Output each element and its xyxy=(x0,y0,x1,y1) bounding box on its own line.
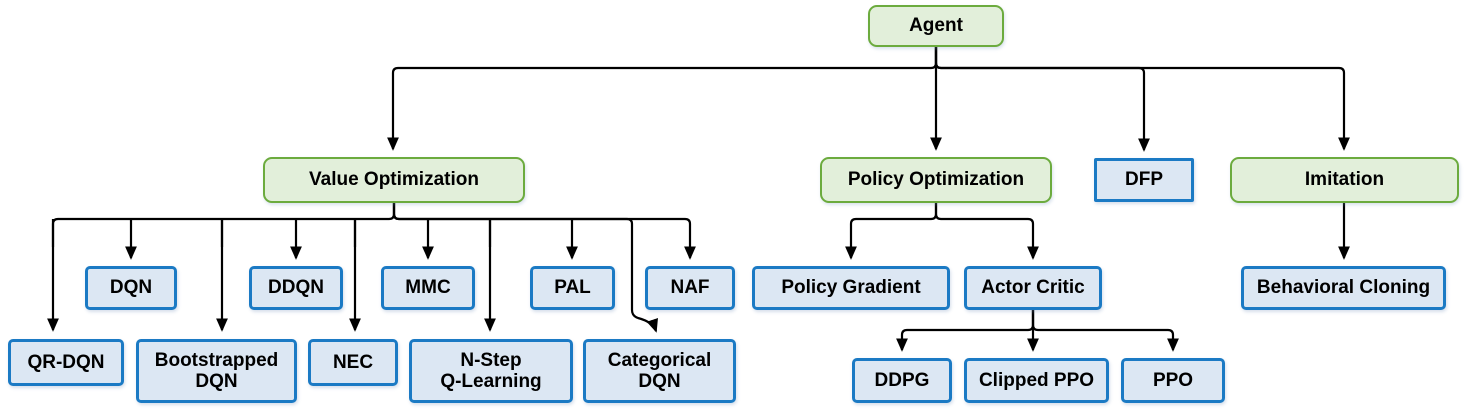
node-ddpg[interactable]: DDPG xyxy=(852,358,952,403)
edge-value-optimization-to-pal xyxy=(488,219,579,260)
node-behavioral-cloning[interactable]: Behavioral Cloning xyxy=(1241,266,1446,310)
node-naf[interactable]: NAF xyxy=(645,266,735,310)
edge-policy-optimization-to-policy-gradient xyxy=(844,203,938,260)
node-policy-optimization[interactable]: Policy Optimization xyxy=(820,157,1052,203)
node-categorical-dqn[interactable]: Categorical DQN xyxy=(583,339,736,403)
node-dqn[interactable]: DQN xyxy=(85,266,177,310)
node-policy-gradient[interactable]: Policy Gradient xyxy=(752,266,950,310)
node-mmc[interactable]: MMC xyxy=(381,266,475,310)
node-n-step-q-learning[interactable]: N-Step Q-Learning xyxy=(409,339,573,403)
edge-policy-optimization-to-actor-critic xyxy=(934,203,1040,260)
edge-actor-critic-to-ppo xyxy=(1031,310,1180,352)
node-qr-dqn[interactable]: QR-DQN xyxy=(8,339,124,386)
edge-value-optimization-to-naf xyxy=(392,203,697,260)
edge-value-optimization-to-dqn xyxy=(51,203,396,260)
node-nec[interactable]: NEC xyxy=(308,339,398,386)
node-bootstrapped-dqn[interactable]: Bootstrapped DQN xyxy=(136,339,297,403)
node-imitation[interactable]: Imitation xyxy=(1230,157,1459,203)
node-pal[interactable]: PAL xyxy=(530,266,615,310)
edge-agent-to-dfp xyxy=(934,47,1151,152)
edge-actor-critic-to-ddpg xyxy=(895,310,1035,352)
node-actor-critic[interactable]: Actor Critic xyxy=(964,266,1102,310)
node-agent[interactable]: Agent xyxy=(868,5,1004,47)
node-dfp[interactable]: DFP xyxy=(1094,158,1194,202)
edge-value-optimization-to-ddqn xyxy=(220,219,303,260)
node-value-optimization[interactable]: Value Optimization xyxy=(263,157,525,203)
node-clipped-ppo[interactable]: Clipped PPO xyxy=(964,358,1109,403)
edge-agent-to-value-optimization xyxy=(386,47,938,151)
node-ddqn[interactable]: DDQN xyxy=(249,266,343,310)
edge-agent-to-imitation xyxy=(934,47,1351,151)
edge-value-optimization-to-mmc xyxy=(353,219,435,260)
node-ppo[interactable]: PPO xyxy=(1121,358,1225,403)
